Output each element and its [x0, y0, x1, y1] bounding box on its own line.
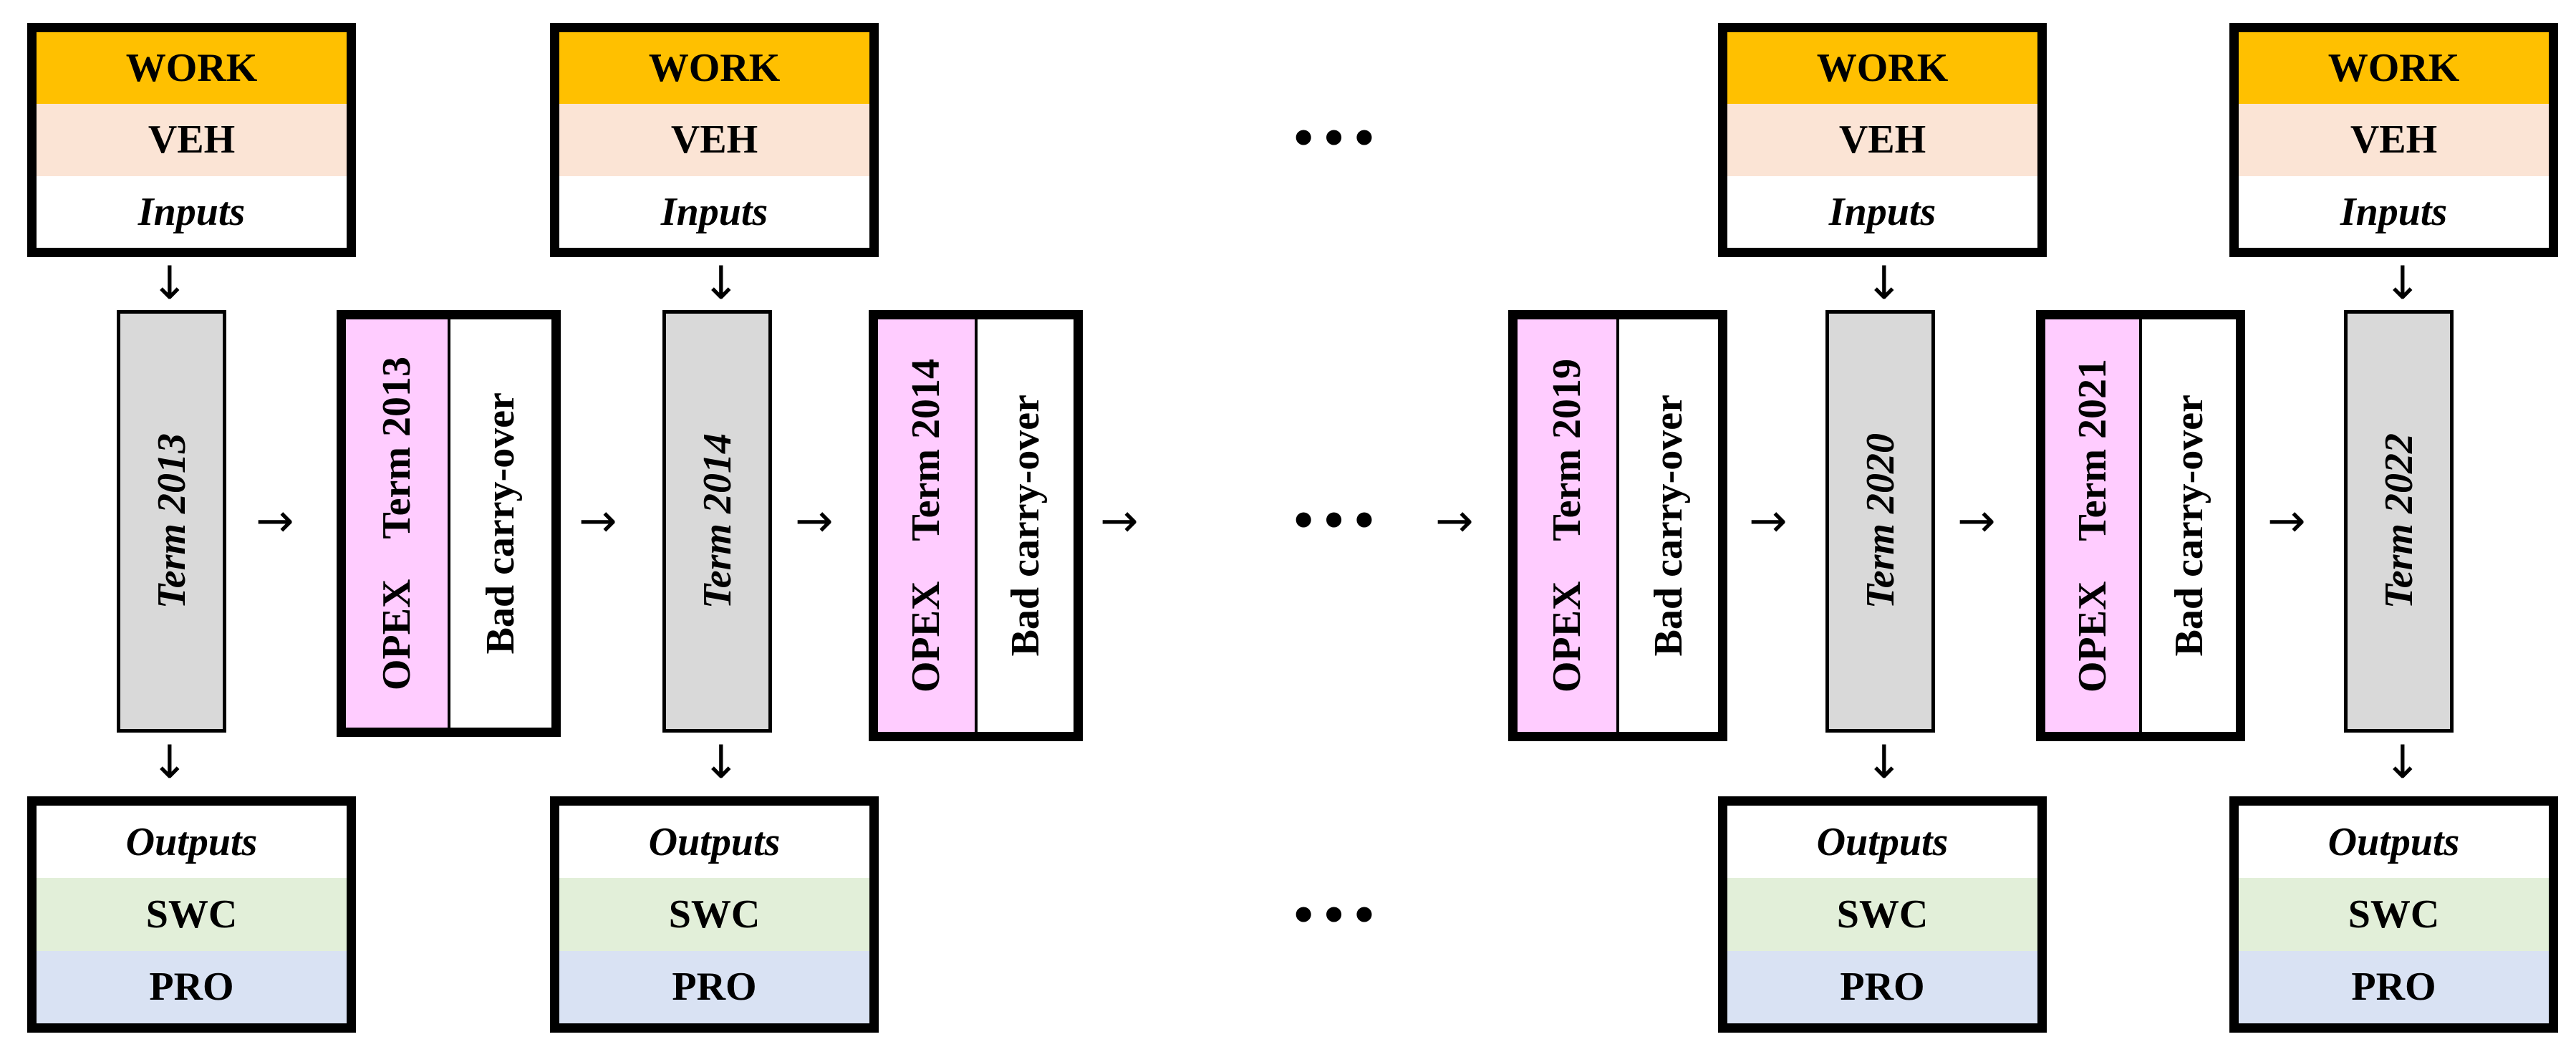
pro-label: PRO	[559, 950, 869, 1023]
bad-carry-over-label: Bad carry-over	[478, 392, 524, 655]
bad-carry-over-panel: Bad carry-over	[1619, 319, 1718, 732]
arrow-right-icon: →	[1749, 495, 1788, 548]
input-stack-2022: WORK VEH Inputs	[2229, 23, 2558, 257]
arrow-right-icon: →	[256, 495, 294, 548]
arrow-down-icon: ↓	[2383, 257, 2422, 310]
inputs-label: Inputs	[1727, 175, 2037, 248]
pro-label: PRO	[1727, 950, 2037, 1023]
arrow-down-icon: ↓	[150, 257, 189, 310]
arrow-down-icon: ↓	[702, 257, 741, 310]
arrow-right-icon: →	[795, 495, 834, 548]
outputs-label: Outputs	[2239, 806, 2549, 879]
pro-label: PRO	[37, 950, 347, 1023]
outputs-label: Outputs	[37, 806, 347, 879]
bad-carry-over-panel: Bad carry-over	[450, 319, 551, 728]
term-label: Term 2014	[695, 433, 740, 609]
arrow-right-icon: →	[1957, 495, 1996, 548]
opex-term-panel: OPEX Term 2021	[2045, 319, 2142, 732]
arrow-down-icon: ↓	[2383, 736, 2422, 789]
ellipsis-middle: •••	[1290, 496, 1381, 546]
outputs-label: Outputs	[559, 806, 869, 879]
input-stack-2020: WORK VEH Inputs	[1718, 23, 2047, 257]
term-label: Term 2013	[149, 433, 194, 609]
opex-box-2013: OPEX Term 2013 Bad carry-over	[337, 310, 561, 737]
work-label: WORK	[37, 32, 347, 105]
input-stack-2013: WORK VEH Inputs	[27, 23, 356, 257]
swc-label: SWC	[2239, 878, 2549, 951]
pro-label: PRO	[2239, 950, 2549, 1023]
bad-carry-over-label: Bad carry-over	[2166, 395, 2211, 657]
veh-label: VEH	[37, 104, 347, 176]
swc-label: SWC	[1727, 878, 2037, 951]
arrow-right-icon: →	[1435, 495, 1474, 548]
opex-term-panel: OPEX Term 2019	[1518, 319, 1619, 732]
output-stack-2020: Outputs SWC PRO	[1718, 796, 2047, 1033]
arrow-right-icon: →	[579, 495, 617, 548]
opex-term-label: OPEX Term 2021	[2070, 358, 2115, 693]
arrow-down-icon: ↓	[1865, 736, 1904, 789]
veh-label: VEH	[559, 104, 869, 176]
output-stack-2022: Outputs SWC PRO	[2229, 796, 2558, 1033]
bad-carry-over-panel: Bad carry-over	[2142, 319, 2236, 732]
bad-carry-over-label: Bad carry-over	[1646, 395, 1691, 657]
term-box-2014: Term 2014	[662, 310, 772, 733]
arrow-down-icon: ↓	[150, 736, 189, 789]
inputs-label: Inputs	[559, 175, 869, 248]
inputs-label: Inputs	[37, 175, 347, 248]
work-label: WORK	[1727, 32, 2037, 105]
bad-carry-over-panel: Bad carry-over	[977, 319, 1074, 732]
outputs-label: Outputs	[1727, 806, 2037, 879]
bad-carry-over-label: Bad carry-over	[1003, 395, 1048, 657]
opex-term-label: OPEX Term 2019	[1545, 358, 1589, 693]
output-stack-2014: Outputs SWC PRO	[550, 796, 879, 1033]
arrow-down-icon: ↓	[702, 736, 741, 789]
term-box-2020: Term 2020	[1825, 310, 1935, 733]
opex-term-label: OPEX Term 2013	[374, 356, 419, 691]
opex-term-panel: OPEX Term 2014	[878, 319, 978, 732]
arrow-right-icon: →	[2267, 495, 2306, 548]
term-label: Term 2022	[2376, 433, 2421, 609]
arrow-right-icon: →	[1100, 495, 1139, 548]
swc-label: SWC	[559, 878, 869, 951]
term-label: Term 2020	[1858, 433, 1903, 609]
input-stack-2014: WORK VEH Inputs	[550, 23, 879, 257]
term-box-2022: Term 2022	[2344, 310, 2454, 733]
veh-label: VEH	[1727, 104, 2037, 176]
opex-term-label: OPEX Term 2014	[904, 358, 949, 693]
ellipsis-bottom: •••	[1290, 891, 1381, 941]
swc-label: SWC	[37, 878, 347, 951]
opex-box-2014: OPEX Term 2014 Bad carry-over	[869, 310, 1083, 741]
opex-box-2021: OPEX Term 2021 Bad carry-over	[2036, 310, 2245, 741]
work-label: WORK	[559, 32, 869, 105]
work-label: WORK	[2239, 32, 2549, 105]
term-box-2013: Term 2013	[117, 310, 226, 733]
output-stack-2013: Outputs SWC PRO	[27, 796, 356, 1033]
opex-box-2019: OPEX Term 2019 Bad carry-over	[1508, 310, 1727, 741]
ellipsis-top: •••	[1290, 114, 1381, 164]
arrow-down-icon: ↓	[1865, 257, 1904, 310]
opex-term-panel: OPEX Term 2013	[346, 319, 450, 728]
inputs-label: Inputs	[2239, 175, 2549, 248]
veh-label: VEH	[2239, 104, 2549, 176]
